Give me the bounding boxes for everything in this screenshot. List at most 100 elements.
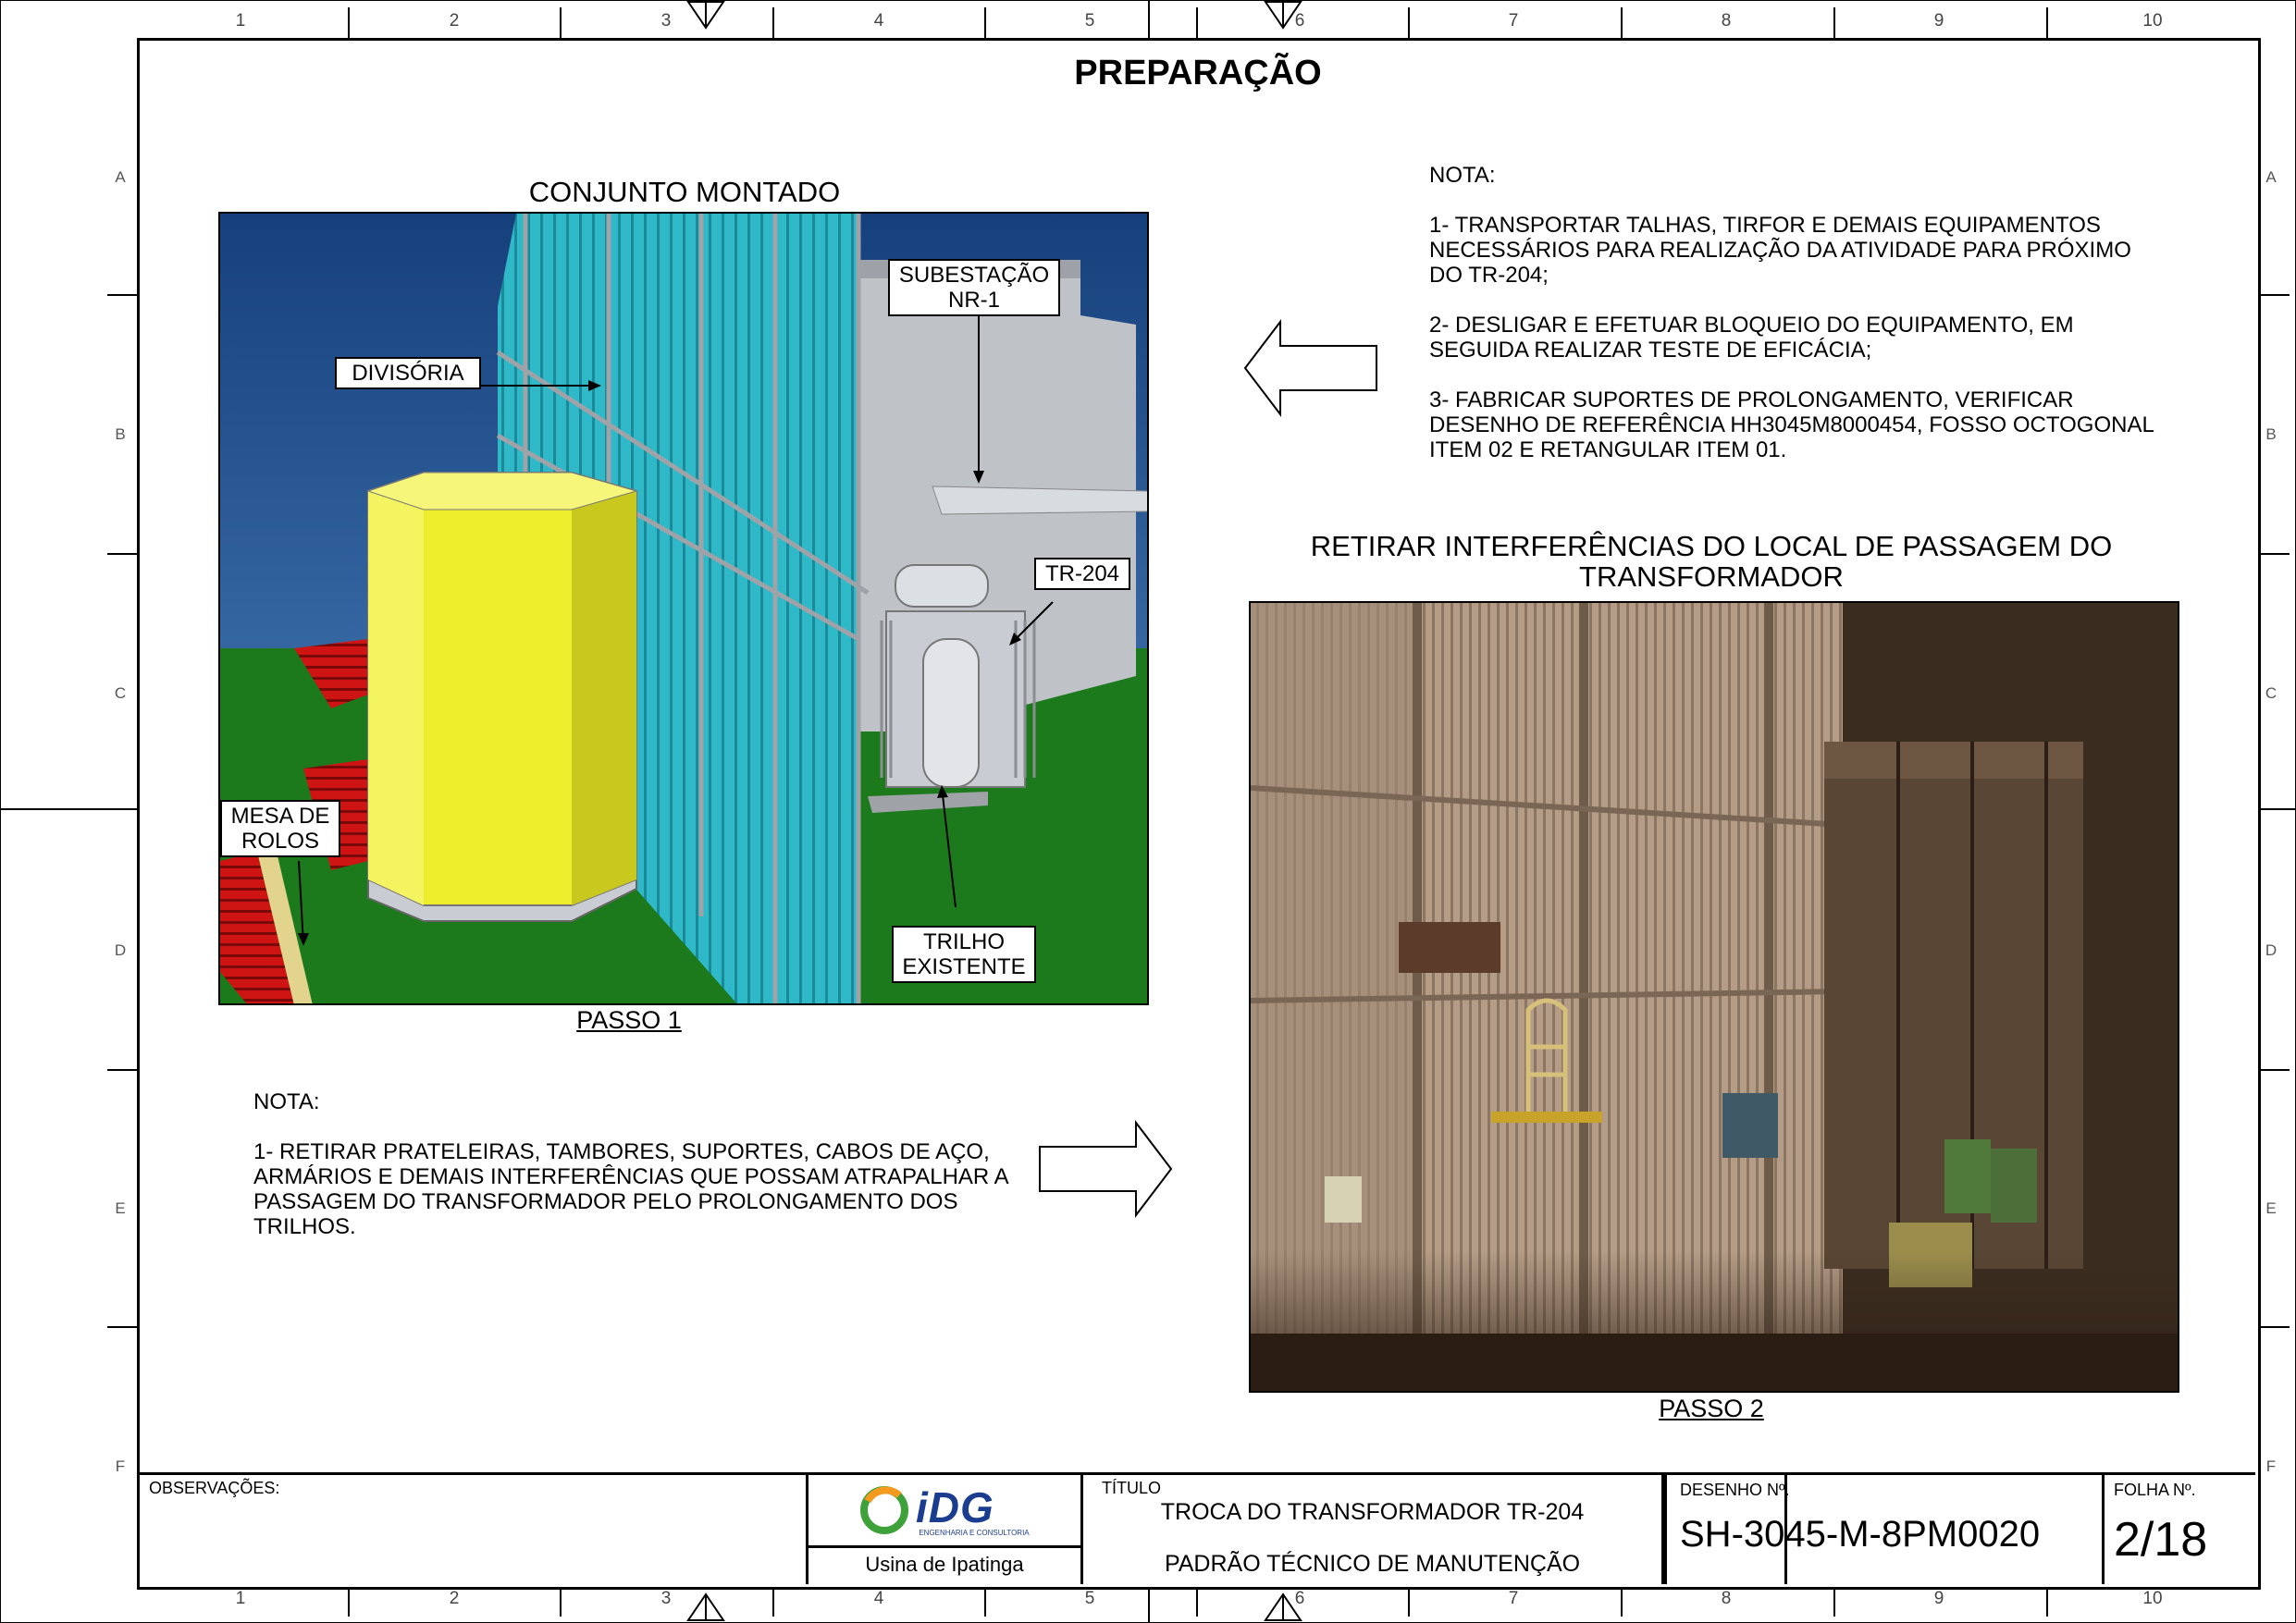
zone-letter: B [115,425,126,443]
zone-number: 9 [1933,1589,1944,1608]
note-item: 1- RETIRAR PRATELEIRAS, TAMBORES, SUPORT… [253,1139,1008,1239]
observations-label: OBSERVAÇÕES: [149,1479,280,1497]
zone-tick [1196,7,1198,38]
centering-mark-icon [686,1592,725,1621]
assembly-render-drawing [220,214,1147,1003]
zone-letter: B [2265,425,2277,443]
observations-cell: OBSERVAÇÕES: [140,1475,809,1584]
zone-tick [1408,1587,1410,1617]
step1-label: PASSO 1 [576,1006,682,1034]
title-line-1: TROCA DO TRANSFORMADOR TR-204 [1160,1499,1585,1525]
page-title: PREPARAÇÃO [1074,54,1322,92]
zone-tick [1833,1587,1835,1617]
step2-label: PASSO 2 [1659,1395,1764,1422]
title-cell: TÍTULO TROCA DO TRANSFORMADOR TR-204 PAD… [1083,1475,1664,1584]
callout-partition: DIVISÓRIA [335,357,481,389]
sheet-number-block: FOLHA Nº. 2/18 [2105,1475,2253,1584]
zone-number: 8 [1721,11,1732,31]
zone-letter: C [2265,684,2277,702]
step2-title: RETIRAR INTERFERÊNCIAS DO LOCAL DE PASSA… [1310,530,2113,593]
zone-tick [0,808,137,810]
zone-tick [1196,1587,1198,1617]
callout-roller-table: MESA DE ROLOS [220,800,340,857]
callout-rail: TRILHO EXISTENTE [892,926,1036,983]
note-heading: NOTA: [1429,163,1496,188]
note-item: 3- FABRICAR SUPORTES DE PROLONGAMENTO, V… [1429,387,2154,462]
zone-tick [1148,1587,1150,1623]
site-photo-drawing [1251,603,2178,1391]
arrow-left-icon [1243,319,1377,417]
zone-letter: A [2265,168,2277,186]
drawing-number: SH-3045-M-8PM0020 [1680,1514,2041,1555]
drawing-number-block: DESENHO Nº. SH-3045-M-8PM0020 [1667,1475,2083,1584]
zone-number: 6 [1294,1589,1305,1608]
logo-text: iDG [916,1483,994,1531]
centering-mark-icon [1264,1592,1302,1621]
title-line-2: PADRÃO TÉCNICO DE MANUTENÇÃO [1164,1551,1581,1577]
zone-tick [348,1587,350,1617]
centering-mark-icon [686,1,725,30]
zone-number: 5 [1084,11,1095,31]
logo-cell: iDG ENGENHARIA E CONSULTORIA Usina de Ip… [809,1475,1083,1584]
logo-divider [809,1545,1080,1548]
plant-name: Usina de Ipatinga [865,1553,1024,1576]
zone-tick [107,1069,137,1071]
title-block-top-border [140,1472,2255,1475]
zone-tick [348,7,350,38]
zone-tick [2046,7,2048,38]
step2-note: NOTA: 1- TRANSPORTAR TALHAS, TIRFOR E DE… [1429,163,2169,462]
zone-letter: D [114,941,127,959]
zone-tick [107,294,137,296]
drawing-number-cell-left [1664,1475,1787,1584]
zone-letter: F [2265,1457,2277,1475]
zone-number: 6 [1294,11,1305,31]
zone-number: 1 [235,11,246,31]
zone-tick [560,1587,562,1617]
zone-tick [2258,1069,2290,1071]
zone-number: 1 [235,1589,246,1608]
zone-tick [1621,1587,1623,1617]
zone-tick [560,7,562,38]
title-label: TÍTULO [1102,1479,1162,1497]
cell-divider [1664,1475,1667,1584]
zone-number: 2 [449,11,460,31]
zone-letter: A [115,168,126,186]
arrow-right-icon [1039,1120,1173,1218]
zone-number: 10 [2142,1589,2163,1608]
zone-tick [1408,7,1410,38]
step1-note: NOTA: 1- RETIRAR PRATELEIRAS, TAMBORES, … [253,1089,1031,1239]
zone-tick [1833,7,1835,38]
step1-title: CONJUNTO MONTADO [528,176,841,208]
note-heading: NOTA: [253,1089,320,1114]
zone-number: 4 [873,1589,884,1608]
site-photo-image [1249,601,2179,1393]
zone-tick [107,1326,137,1328]
note-item: 1- TRANSPORTAR TALHAS, TIRFOR E DEMAIS E… [1429,213,2131,288]
callout-transformer: TR-204 [1034,558,1130,590]
logo-subtitle: ENGENHARIA E CONSULTORIA [919,1529,1030,1537]
zone-number: 2 [449,1589,460,1608]
zone-tick [2046,1587,2048,1617]
zone-number: 7 [1508,11,1519,31]
zone-letter: D [2265,941,2277,959]
zone-letter: F [115,1457,126,1475]
zone-tick [772,1587,774,1617]
zone-letter: E [115,1199,126,1217]
zone-number: 10 [2142,11,2163,31]
title-block: OBSERVAÇÕES: iDG ENGENHARIA E CONSULTORI… [140,1475,2255,1584]
zone-tick [772,7,774,38]
zone-tick [107,553,137,555]
zone-number: 3 [660,11,672,31]
callout-substation: SUBESTAÇÃO NR-1 [888,259,1060,316]
zone-number: 3 [660,1589,672,1608]
drawing-frame [137,38,2261,1590]
zone-letter: C [114,684,127,702]
zone-tick [2258,808,2295,810]
zone-tick [984,1587,986,1617]
idg-logo: iDG ENGENHARIA E CONSULTORIA [858,1482,1034,1538]
zone-number: 9 [1933,11,1944,31]
drawing-number-label: DESENHO Nº. [1680,1481,1790,1499]
zone-letter: E [2265,1199,2277,1217]
assembly-render-image: SUBESTAÇÃO NR-1 DIVISÓRIA TR-204 MESA DE… [218,212,1149,1005]
sheet-number-label: FOLHA Nº. [2114,1481,2196,1499]
